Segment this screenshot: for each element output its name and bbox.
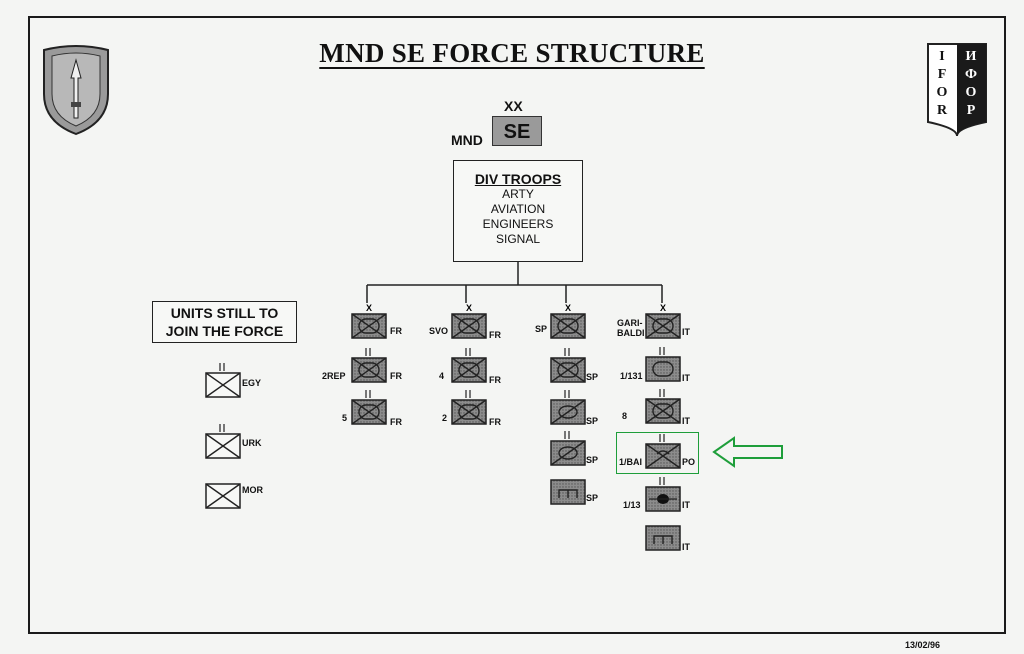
brigade-name-label: SP bbox=[535, 324, 548, 334]
battalion-nation-label: SP bbox=[586, 455, 599, 465]
brigade-nation-label: IT bbox=[682, 327, 690, 337]
svg-text:R: R bbox=[937, 103, 948, 118]
div-troops-item: ARTY bbox=[502, 187, 534, 201]
battalion-nation-label: PO bbox=[682, 457, 696, 467]
battalion-symbol bbox=[645, 347, 681, 382]
pending-unit-label: URK bbox=[242, 438, 262, 448]
svg-text:X: X bbox=[366, 303, 372, 313]
svg-text:I: I bbox=[939, 49, 944, 64]
battalion-nation-label: IT bbox=[682, 373, 690, 383]
battalion-nation-label: IT bbox=[682, 416, 690, 426]
highlight-box bbox=[616, 432, 699, 474]
battalion-name-label: 1/131 bbox=[620, 371, 643, 381]
battalion-nation-label: FR bbox=[390, 371, 402, 381]
battalion-name-label: 2REP bbox=[322, 371, 346, 381]
battalion-nation-label: IT bbox=[682, 500, 690, 510]
units-still-to-join-box: UNITS STILL TO JOIN THE FORCE bbox=[152, 301, 297, 343]
battalion-symbol bbox=[550, 348, 586, 383]
battalion-name-label: 1/BAI bbox=[619, 457, 643, 467]
battalion-name-label: 5 bbox=[342, 413, 348, 423]
units-still-to-join-heading-line1: UNITS STILL TO bbox=[170, 305, 279, 321]
pending-unit-symbol bbox=[205, 363, 241, 398]
div-troops-item: ENGINEERS bbox=[482, 217, 554, 231]
battalion-symbol bbox=[550, 479, 586, 505]
battalion-nation-label: SP bbox=[586, 493, 599, 503]
battalion-nation-label: IT bbox=[682, 542, 690, 552]
brigade-name-label: GARI- bbox=[617, 318, 643, 328]
div-troops-item: AVIATION bbox=[490, 202, 546, 216]
battalion-symbol bbox=[645, 389, 681, 424]
battalion-symbol bbox=[645, 477, 681, 512]
battalion-nation-label: SP bbox=[586, 372, 599, 382]
ifor-emblem: I F O R И Ф О Р bbox=[927, 43, 987, 137]
battalion-name-label: 4 bbox=[439, 371, 445, 381]
svg-text:X: X bbox=[565, 303, 571, 313]
svg-text:И: И bbox=[966, 49, 977, 64]
pending-unit-label: MOR bbox=[242, 485, 263, 495]
brigade-symbol: X bbox=[351, 303, 387, 339]
hq-size-marker: XX bbox=[504, 98, 523, 114]
document-date: 13/02/96 bbox=[905, 640, 941, 650]
battalion-nation-label: FR bbox=[489, 375, 501, 385]
battalion-name-label: 2 bbox=[442, 413, 448, 423]
battalion-symbol bbox=[550, 431, 586, 466]
brigade-symbol: X bbox=[550, 303, 586, 339]
div-troops-item: SIGNAL bbox=[495, 232, 540, 246]
div-troops-box: DIV TROOPS ARTY AVIATION ENGINEERS SIGNA… bbox=[453, 160, 583, 262]
svg-text:О: О bbox=[966, 85, 977, 100]
battalion-symbol bbox=[550, 390, 586, 425]
svg-text:X: X bbox=[660, 303, 666, 313]
hq-prefix: MND bbox=[451, 132, 483, 148]
battalion-nation-label: FR bbox=[390, 417, 402, 427]
pending-unit-symbol bbox=[205, 424, 241, 459]
brigade-symbol: X bbox=[645, 303, 681, 339]
battalion-symbol bbox=[351, 390, 387, 425]
svg-text:Ф: Ф bbox=[965, 67, 977, 82]
battalion-symbol bbox=[451, 390, 487, 425]
battalion-symbol bbox=[645, 525, 681, 551]
svg-text:F: F bbox=[938, 67, 947, 82]
fortuna-shield-emblem bbox=[43, 45, 109, 136]
battalion-nation-label: FR bbox=[489, 417, 501, 427]
battalion-name-label: 8 bbox=[622, 411, 628, 421]
battalion-symbol bbox=[451, 348, 487, 383]
div-troops-heading: DIV TROOPS bbox=[474, 171, 562, 187]
page-frame bbox=[28, 16, 1006, 634]
svg-text:X: X bbox=[466, 303, 472, 313]
pending-unit-symbol bbox=[205, 483, 241, 509]
highlight-arrow bbox=[712, 436, 783, 468]
brigade-name-label: BALDI bbox=[617, 328, 645, 338]
hq-unit-symbol: SE bbox=[492, 116, 542, 146]
battalion-symbol bbox=[645, 434, 681, 469]
battalion-symbol bbox=[351, 348, 387, 383]
units-still-to-join-heading-line2: JOIN THE FORCE bbox=[165, 323, 284, 339]
brigade-nation-label: FR bbox=[489, 330, 501, 340]
svg-text:O: O bbox=[937, 85, 948, 100]
brigade-name-label: SVO bbox=[429, 326, 449, 336]
brigade-symbol: X bbox=[451, 303, 487, 339]
svg-text:Р: Р bbox=[967, 103, 976, 118]
pending-unit-label: EGY bbox=[242, 378, 262, 388]
battalion-name-label: 1/13 bbox=[623, 500, 641, 510]
battalion-nation-label: SP bbox=[586, 416, 599, 426]
brigade-nation-label: FR bbox=[390, 326, 402, 336]
